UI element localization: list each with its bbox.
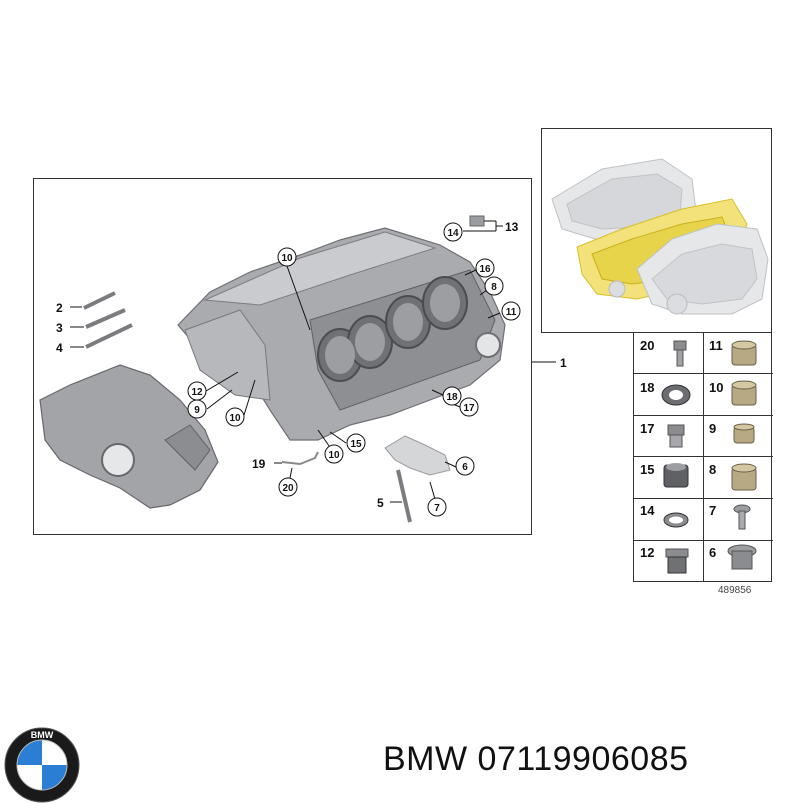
callout-8: 8: [484, 276, 504, 296]
label-3: 3: [56, 321, 63, 335]
svg-text:8: 8: [491, 282, 497, 293]
svg-text:14: 14: [447, 228, 459, 239]
table-rule: [634, 456, 773, 457]
svg-text:10: 10: [281, 253, 293, 264]
main-diagram-frame: [33, 178, 532, 535]
svg-text:9: 9: [194, 405, 200, 416]
svg-text:15: 15: [350, 439, 362, 450]
svg-text:11: 11: [506, 307, 517, 318]
table-cell-number: 15: [640, 462, 655, 477]
table-cell-number: 6: [709, 545, 717, 560]
svg-text:BMW: BMW: [31, 730, 54, 740]
table-cell-number: 20: [640, 338, 655, 353]
callout-12: 12: [187, 381, 207, 401]
table-cell-number: 10: [709, 380, 724, 395]
svg-text:6: 6: [462, 462, 468, 473]
callout-10-left: 10: [225, 407, 245, 427]
svg-text:18: 18: [446, 392, 458, 403]
svg-text:16: 16: [479, 264, 491, 275]
callout-20: 20: [278, 477, 298, 497]
parts-table-illustrations: [661, 340, 757, 574]
hose-group: [274, 451, 319, 466]
part-20-bolt-icon: [673, 340, 687, 367]
part-12-plug-icon: [665, 548, 689, 574]
part-14-ring-icon: [663, 512, 689, 528]
table-rule: [634, 373, 773, 374]
table-cell-number: 12: [640, 545, 655, 560]
callout-6: 6: [455, 456, 475, 476]
callout-18: 18: [442, 386, 462, 406]
table-rule: [634, 540, 773, 541]
engine-overview-inset: [541, 128, 772, 333]
table-rule: [634, 498, 773, 499]
part-8-sleeve-icon: [731, 463, 757, 491]
table-rule: [634, 415, 773, 416]
part-number-label: BMW 07119906085: [383, 740, 689, 778]
label-13: 13: [505, 220, 519, 234]
svg-text:7: 7: [434, 503, 440, 514]
sensor-group: [463, 215, 503, 232]
callout-11: 11: [501, 301, 521, 321]
part-10-sleeve-icon: [731, 380, 757, 406]
part-9-sleeve-icon: [733, 423, 755, 444]
callout-15: 15: [346, 433, 366, 453]
callout-10-top: 10: [277, 247, 297, 267]
table-cell-number: 7: [709, 503, 717, 518]
engine-overview-image: [551, 158, 769, 315]
label-19: 19: [252, 457, 266, 471]
table-cell-number: 8: [709, 462, 717, 477]
callout-17: 17: [459, 397, 479, 417]
svg-text:10: 10: [229, 413, 241, 424]
bracket-group: [384, 435, 451, 523]
table-cell-number: 18: [640, 380, 655, 395]
callout-14: 14: [443, 222, 463, 242]
callout-10-bottom: 10: [324, 444, 344, 464]
part-18-ring-icon: [661, 384, 691, 406]
table-cell-number: 14: [640, 503, 655, 518]
parts-table: 20 11 18 10 17 9 15 8 14 7 12 6: [633, 333, 773, 582]
callout-9: 9: [187, 399, 207, 419]
bmw-logo: BMW: [4, 727, 80, 803]
table-cell-number: 17: [640, 421, 655, 436]
label-2: 2: [56, 301, 63, 315]
label-1: 1: [560, 356, 567, 370]
diagram-reference-number: 489856: [718, 585, 752, 596]
timing-cover: [39, 364, 219, 509]
svg-text:20: 20: [282, 483, 294, 494]
callout-7: 7: [427, 497, 447, 517]
engine-block: [177, 227, 506, 441]
callout-16: 16: [475, 258, 495, 278]
svg-text:12: 12: [191, 387, 203, 398]
part-17-plug-icon: [667, 424, 685, 448]
table-divider: [703, 333, 704, 582]
svg-text:10: 10: [328, 450, 340, 461]
part-11-sleeve-icon: [731, 340, 757, 366]
svg-text:17: 17: [463, 403, 475, 414]
part-7-screw-icon: [733, 504, 751, 530]
part-6-plug-icon: [727, 544, 757, 570]
table-cell-number: 11: [709, 338, 723, 353]
bolts-group: [70, 291, 133, 349]
label-4: 4: [56, 341, 63, 355]
label-5: 5: [377, 496, 384, 510]
table-cell-number: 9: [709, 421, 717, 436]
part-15-plug-icon: [663, 463, 689, 488]
